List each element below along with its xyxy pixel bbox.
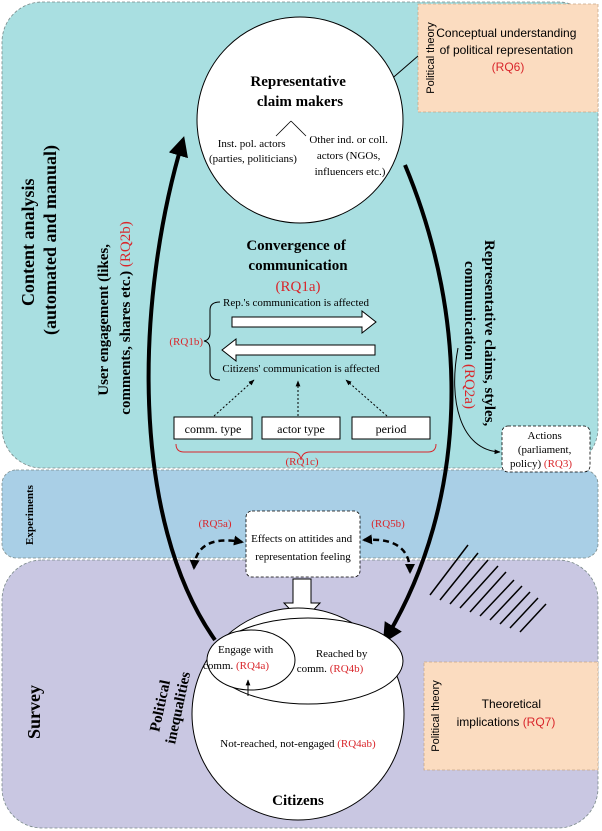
rq5b-label: (RQ5b) xyxy=(371,518,405,530)
theory-bottom-text: Theoretical implications (RQ7) xyxy=(457,697,556,729)
factor-period: period xyxy=(376,422,407,436)
factor-box-comm-type xyxy=(173,416,253,440)
rq5b-arrow xyxy=(362,534,415,574)
citizens-affected-text: Citizens' communication is affected xyxy=(222,363,380,375)
effects-text: Effects on attitides and representation … xyxy=(251,533,355,563)
user-engagement-arrow xyxy=(146,136,217,642)
reached-text: Reached by comm. (RQ4b) xyxy=(297,648,370,675)
hatching-pattern xyxy=(429,544,547,633)
representative-claims-label: Representative claims, styles, communica… xyxy=(461,240,497,430)
citizens-affected-arrow xyxy=(221,337,376,363)
user-engagement-label: User engagement (likes, comments, shares… xyxy=(96,221,134,414)
factor-arrow-3 xyxy=(345,379,388,417)
convergence-title: Convergence of communication xyxy=(246,238,349,274)
rq5a-arrow xyxy=(189,535,244,570)
factor-box-period xyxy=(351,416,431,440)
engaged-ellipse xyxy=(206,629,296,691)
factor-actor-type: actor type xyxy=(277,422,325,436)
theory-top-text: Conceptual understanding of political re… xyxy=(436,26,579,74)
not-reached-text: Not-reached, not-engaged (RQ4ab) xyxy=(220,738,376,750)
experiments-label: Experiments xyxy=(24,484,36,545)
institutional-actors-text: Inst. pol. actors (parties, politicians) xyxy=(209,138,297,165)
other-actors-text: Other ind. or coll. actors (NGOs, influe… xyxy=(309,134,390,178)
theory-top-side-label: Political theory xyxy=(425,22,437,94)
theory-bottom-box xyxy=(423,661,599,771)
reps-affected-arrow xyxy=(231,309,377,335)
factor-arrow-1 xyxy=(213,379,255,417)
effects-box xyxy=(245,510,361,578)
factor-box-actor-type xyxy=(261,416,341,440)
claim-split-right xyxy=(290,120,307,137)
rq1c-brace xyxy=(175,443,437,461)
citizens-title: Citizens xyxy=(272,793,324,809)
convergence-rq: (RQ1a) xyxy=(276,279,321,295)
theory-top-box xyxy=(417,3,599,113)
actions-connector xyxy=(454,347,501,455)
reps-affected-text: Rep.'s communication is affected xyxy=(223,297,369,309)
actions-text: Actions (parliament, policy) (RQ3) xyxy=(510,430,574,470)
actions-box xyxy=(501,425,591,473)
rq5a-label: (RQ5a) xyxy=(199,518,232,530)
factor-comm-type: comm. type xyxy=(185,422,242,436)
claim-makers-title: Representative claim makers xyxy=(250,74,349,110)
rq1c-label: (RQ1c) xyxy=(286,456,319,468)
survey-label: Survey xyxy=(24,685,44,739)
engaged-text: Engage with comm. (RQ4a) xyxy=(203,644,276,672)
rq1b-brace xyxy=(203,301,221,381)
theory-bottom-side-label: Political theory xyxy=(430,680,442,752)
representative-claims-arrow xyxy=(382,164,454,644)
rq1b-label: (RQ1b) xyxy=(169,336,203,348)
content-analysis-label: Content analysis (automated and manual) xyxy=(18,145,61,335)
claim-makers-circle xyxy=(196,16,404,224)
claim-split-left xyxy=(275,120,292,137)
